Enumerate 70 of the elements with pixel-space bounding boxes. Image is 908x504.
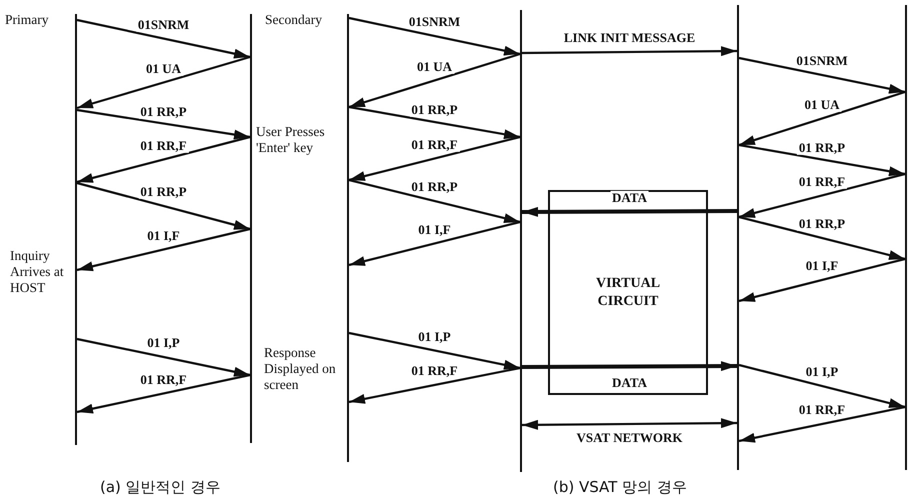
edge-label: LINK INIT MESSAGE [562, 30, 698, 46]
arrow [738, 56, 906, 94]
frame-label: VIRTUAL CIRCUIT [594, 275, 662, 310]
arrow [76, 374, 250, 414]
edge-label: 01 RR,P [138, 184, 189, 200]
arrow [348, 220, 520, 266]
edge-label: 01 UA [144, 61, 184, 76]
event-note: Response Displayed on screen [264, 345, 337, 394]
arrow [738, 406, 906, 443]
event-note: Primary [5, 12, 50, 28]
lifeline [75, 14, 77, 445]
edge-label: 01 I,P [416, 329, 453, 344]
arrow [76, 338, 250, 377]
lifeline [520, 10, 522, 472]
edge-label: 01 UA [802, 97, 842, 112]
edge-label: 01 I,F [804, 258, 840, 274]
edge-label: 01 RR,F [138, 138, 189, 153]
arrow [738, 364, 906, 408]
edge-label: 01 I,P [804, 364, 840, 380]
arrow [738, 172, 906, 218]
lifeline [250, 14, 252, 443]
arrow [738, 90, 906, 146]
edge-label: 01 RR,P [409, 180, 460, 194]
arrow [76, 108, 250, 140]
arrow [76, 182, 250, 230]
arrow [348, 52, 520, 108]
arrow [76, 18, 250, 59]
arrow [522, 46, 737, 56]
edge-label: 01 RR,F [409, 364, 460, 378]
lifeline [737, 5, 739, 470]
arrow [348, 106, 520, 140]
edge-label: VSAT NETWORK [574, 430, 685, 446]
arrow [522, 206, 737, 217]
edge-label: 01 RR,P [796, 140, 848, 155]
edge-label: 01 I,F [416, 222, 453, 237]
arrow [348, 332, 520, 370]
edge-label: 01 RR,F [409, 137, 460, 152]
lifeline [905, 5, 907, 470]
arrow [738, 144, 906, 176]
event-note: Inquiry Arrives at HOST [10, 248, 65, 297]
edge-label: DATA [610, 190, 649, 205]
edge-label: 01SNRM [136, 17, 192, 32]
arrow [522, 418, 737, 430]
edge-label: 01 RR,F [796, 402, 848, 418]
arrow [738, 258, 906, 302]
edge-label: 01 UA [414, 59, 454, 74]
edge-label: 01 RR,P [409, 102, 460, 118]
figure-caption: (b) VSAT 망의 경우 [553, 478, 687, 497]
figure-caption: (a) 일반적인 경우 [100, 478, 220, 497]
edge-label: 01 I,P [145, 336, 182, 350]
edge-label: 01 I,F [145, 228, 182, 243]
arrow [348, 178, 520, 224]
edge-label: DATA [610, 375, 649, 390]
arrow [76, 228, 250, 272]
edge-label: 01 RR,P [138, 104, 189, 119]
edge-label: 01 RR,F [138, 372, 189, 387]
edge-label: 01SNRM [794, 54, 850, 68]
arrow [76, 136, 250, 184]
arrow [348, 136, 520, 182]
edge-label: 01 RR,F [796, 174, 848, 189]
edge-label: 01 RR,P [796, 216, 848, 232]
arrow [348, 366, 520, 404]
edge-label: 01SNRM [406, 14, 462, 30]
arrow [522, 361, 737, 372]
arrow [76, 56, 250, 110]
participant-label: Secondary [265, 12, 322, 28]
lifeline [347, 14, 349, 462]
arrow [348, 16, 520, 56]
arrow [738, 216, 906, 260]
event-note: User Presses 'Enter' key [256, 124, 326, 156]
